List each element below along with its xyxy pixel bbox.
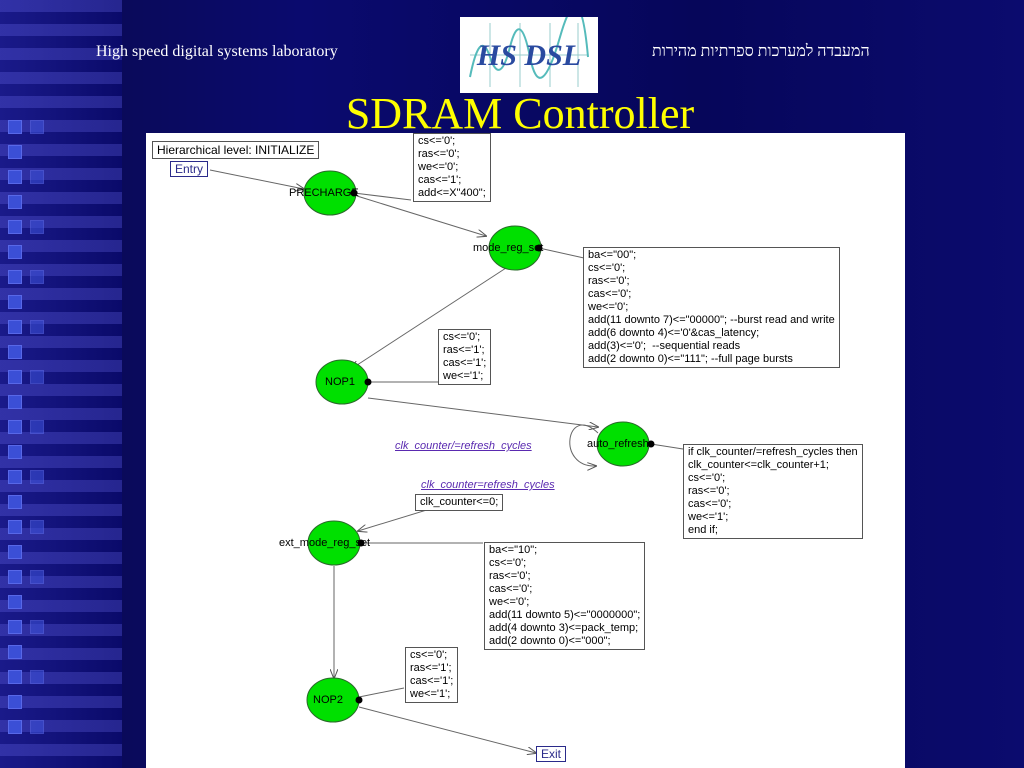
- decorative-square: [8, 645, 22, 659]
- state-label-mode-reg-set: mode_reg_set: [473, 242, 544, 254]
- action-dot-precharge: [350, 189, 358, 197]
- entry-node[interactable]: Entry: [170, 161, 209, 177]
- transition-nop2-exit: [358, 706, 536, 753]
- condition-not-equal: clk_counter/=refresh_cycles: [395, 440, 532, 452]
- decorative-square: [30, 470, 44, 484]
- action-dot-nop2: [355, 696, 363, 704]
- state-label-ext-mode-reg-set: ext_mode_reg_set: [279, 537, 371, 549]
- state-label-nop1: NOP1: [325, 376, 355, 388]
- transition-action-box: clk_counter<=0;: [415, 494, 504, 511]
- decorative-square: [8, 120, 22, 134]
- connector-modereg-action: [538, 247, 585, 259]
- action-dot-extmode: [357, 539, 365, 547]
- decorative-square: [8, 620, 22, 634]
- transition-nop1-autorefresh: [367, 397, 598, 427]
- decorative-square: [8, 470, 22, 484]
- state-label-precharge: PRECHARGE: [289, 187, 359, 199]
- decorative-square: [8, 545, 22, 559]
- lab-name: High speed digital systems laboratory: [96, 43, 338, 60]
- action-dot-modereg: [535, 244, 543, 252]
- connector-precharge-action: [353, 192, 412, 201]
- transition-modereg-nop1: [351, 267, 507, 369]
- decorative-square: [8, 595, 22, 609]
- action-box-nop2: cs<='0'; ras<='1'; cas<='1'; we<='1';: [405, 647, 459, 703]
- action-dot-autorefresh: [647, 440, 655, 448]
- lab-name-hebrew: המעבדה למערכות ספרתיות מהירות: [652, 43, 870, 60]
- decorative-square: [8, 720, 22, 734]
- decorative-square: [8, 445, 22, 459]
- decorative-square: [8, 195, 22, 209]
- transition-precharge-modereg: [356, 195, 486, 236]
- decorative-square: [30, 570, 44, 584]
- decorative-square: [8, 420, 22, 434]
- decorative-square: [30, 170, 44, 184]
- state-diagram-svg: [209, 169, 684, 768]
- decorative-square: [8, 145, 22, 159]
- decorative-square: [8, 370, 22, 384]
- decorative-square: [8, 220, 22, 234]
- action-box-precharge: cs<='0'; ras<='0'; we<='0'; cas<='1'; ad…: [413, 133, 491, 202]
- hierarchy-label: Hierarchical level: INITIALIZE: [152, 141, 320, 159]
- transition-entry-precharge: [209, 169, 304, 189]
- decorative-square: [30, 370, 44, 384]
- transition-autorefresh-self: [569, 424, 599, 466]
- decorative-square: [8, 295, 22, 309]
- connector-nop2-action: [358, 687, 405, 698]
- condition-equal: clk_counter=refresh_cycles: [421, 479, 555, 491]
- decorative-square: [30, 270, 44, 284]
- decorative-square: [30, 220, 44, 234]
- state-label-auto-refresh: auto_refresh: [587, 438, 649, 450]
- decorative-square: [8, 695, 22, 709]
- decorative-square: [30, 720, 44, 734]
- decorative-squares: [8, 120, 48, 760]
- decorative-square: [8, 495, 22, 509]
- action-box-nop1: cs<='0'; ras<='1'; cas<='1'; we<='1';: [438, 329, 492, 385]
- decorative-square: [8, 170, 22, 184]
- decorative-square: [30, 520, 44, 534]
- hsdsl-logo: HS DSL: [460, 5, 598, 93]
- action-dot-nop1: [364, 378, 372, 386]
- state-diagram-canvas: Hierarchical level: INITIALIZE Entry Exi…: [146, 133, 905, 768]
- decorative-square: [30, 670, 44, 684]
- decorative-square: [30, 420, 44, 434]
- decorative-square: [8, 570, 22, 584]
- action-box-auto-refresh: if clk_counter/=refresh_cycles then clk_…: [683, 444, 863, 539]
- decorative-square: [8, 320, 22, 334]
- decorative-square: [30, 620, 44, 634]
- decorative-square: [8, 670, 22, 684]
- connector-autorefresh-action: [650, 443, 684, 450]
- exit-node[interactable]: Exit: [536, 746, 567, 762]
- slide-title: SDRAM Controller: [345, 89, 695, 138]
- decorative-square: [30, 120, 44, 134]
- decorative-square: [8, 345, 22, 359]
- state-label-nop2: NOP2: [313, 694, 343, 706]
- decorative-square: [8, 245, 22, 259]
- decorative-square: [8, 270, 22, 284]
- logo-text: HS DSL: [476, 39, 581, 72]
- decorative-square: [30, 320, 44, 334]
- decorative-square: [8, 395, 22, 409]
- action-box-mode-reg-set: ba<="00"; cs<='0'; ras<='0'; cas<='0'; w…: [583, 247, 840, 368]
- decorative-square: [8, 520, 22, 534]
- action-box-ext-mode-reg-set: ba<="10"; cs<='0'; ras<='0'; cas<='0'; w…: [484, 542, 646, 650]
